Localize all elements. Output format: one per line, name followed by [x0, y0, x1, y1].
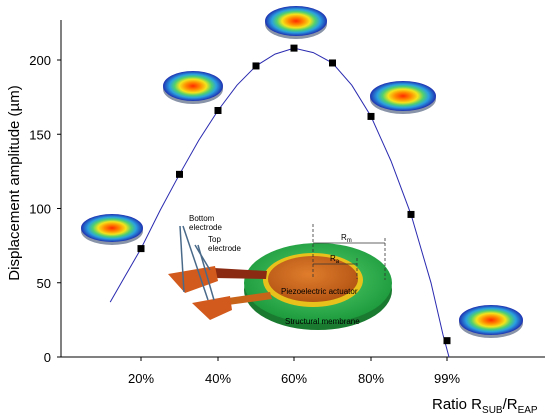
y-tick-label: 150 — [29, 127, 51, 142]
data-point — [407, 210, 415, 218]
y-tick-label: 100 — [29, 202, 51, 217]
top-electrode-label-line2: electrode — [208, 244, 241, 253]
axes — [60, 20, 545, 358]
top-electrode-label: Top electrode — [208, 235, 241, 253]
rm-label-main: R — [341, 233, 347, 242]
data-point — [214, 106, 222, 114]
membrane-label: Structural membrane — [285, 317, 360, 326]
bottom-electrode-pad — [192, 296, 232, 320]
x-ticks: 20% 40% 60% 80% 99% — [128, 357, 460, 386]
ra-label-sub: a — [336, 259, 340, 265]
data-point — [137, 245, 145, 253]
x-tick-label: 40% — [205, 371, 231, 386]
data-point — [367, 112, 375, 120]
mode-shape-99 — [459, 305, 523, 338]
x-axis-title-main: Ratio R — [432, 396, 482, 413]
ra-label: Ra — [330, 254, 340, 265]
x-axis-title-slash: /R — [503, 396, 518, 413]
mode-shape-thumbnails — [81, 6, 523, 338]
bottom-electrode-label-line1: Bottom — [189, 214, 215, 223]
bottom-electrode-label: Bottom electrode — [189, 214, 222, 232]
data-points — [137, 44, 451, 345]
piezoelectric-actuator — [268, 256, 358, 302]
data-point — [290, 44, 298, 52]
mode-shape-80 — [370, 81, 436, 114]
data-point — [443, 337, 451, 345]
top-electrode-probe-b — [197, 244, 215, 301]
y-axis-title: Displacement amplitude (µm) — [6, 85, 23, 280]
top-electrode-probe-a — [194, 244, 211, 271]
ra-label-main: R — [330, 254, 336, 263]
y-ticks: 0 50 100 150 200 — [29, 53, 61, 365]
bottom-electrode-label-line2: electrode — [189, 223, 222, 232]
actuator-label: Piezoelectric actuator — [281, 287, 358, 296]
x-tick-label: 99% — [434, 371, 460, 386]
top-electrode-label-line1: Top — [208, 235, 221, 244]
data-point — [329, 59, 336, 67]
rm-label: Rm — [341, 233, 352, 244]
fit-curve — [109, 47, 450, 358]
x-tick-label: 60% — [281, 371, 307, 386]
device-illustration: Bottom electrode Top electrode Rm Ra Pie… — [168, 214, 392, 330]
mode-shape-60 — [265, 6, 327, 39]
data-point — [252, 62, 260, 70]
x-tick-label: 80% — [358, 371, 384, 386]
mode-shape-20 — [81, 214, 143, 245]
rm-label-sub: m — [347, 238, 352, 244]
x-tick-label: 20% — [128, 371, 154, 386]
y-tick-label: 50 — [37, 276, 51, 291]
mode-shape-40 — [163, 71, 223, 104]
data-point — [176, 170, 183, 178]
bottom-electrode-probe-b — [182, 225, 209, 301]
bottom-electrode-probe-a — [179, 225, 185, 293]
top-electrode-trace — [214, 268, 267, 279]
y-tick-label: 200 — [29, 53, 51, 68]
x-axis-title-sub2: EAP — [518, 405, 538, 416]
y-tick-label: 0 — [44, 350, 51, 365]
x-axis-title-sub1: SUB — [482, 405, 503, 416]
x-axis-title: Ratio RSUB/REAP — [432, 396, 538, 416]
bottom-electrode-trace — [228, 292, 272, 305]
